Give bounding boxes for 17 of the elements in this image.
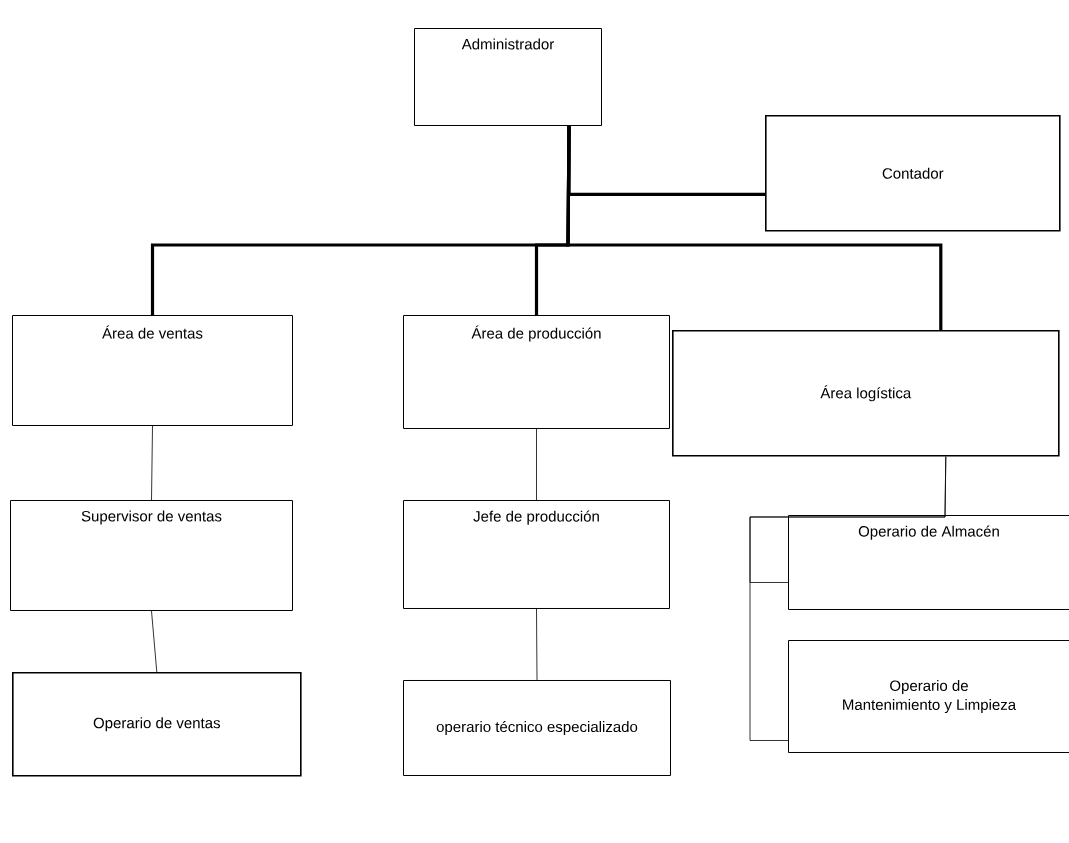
org-box: operario técnico especializado [403, 680, 671, 776]
connector-line [566, 126, 943, 330]
connector-line [151, 425, 153, 501]
org-box: Operario de Almacén [788, 515, 1069, 610]
org-box: Contador [765, 115, 1061, 232]
connector-line [151, 610, 158, 673]
org-box: Área de producción [403, 315, 670, 429]
org-box: Área de ventas [12, 315, 293, 426]
org-box: Operario de ventas [12, 672, 302, 777]
org-box: Jefe de producción [403, 500, 670, 609]
org-box: Administrador [414, 28, 602, 126]
org-box: Área logística [672, 330, 1060, 457]
connector-line [536, 428, 537, 501]
connector-line [536, 608, 538, 681]
org-box: Supervisor de ventas [10, 500, 293, 611]
org-box: Operario de Mantenimiento y Limpieza [788, 640, 1069, 753]
connector-line [749, 456, 947, 741]
